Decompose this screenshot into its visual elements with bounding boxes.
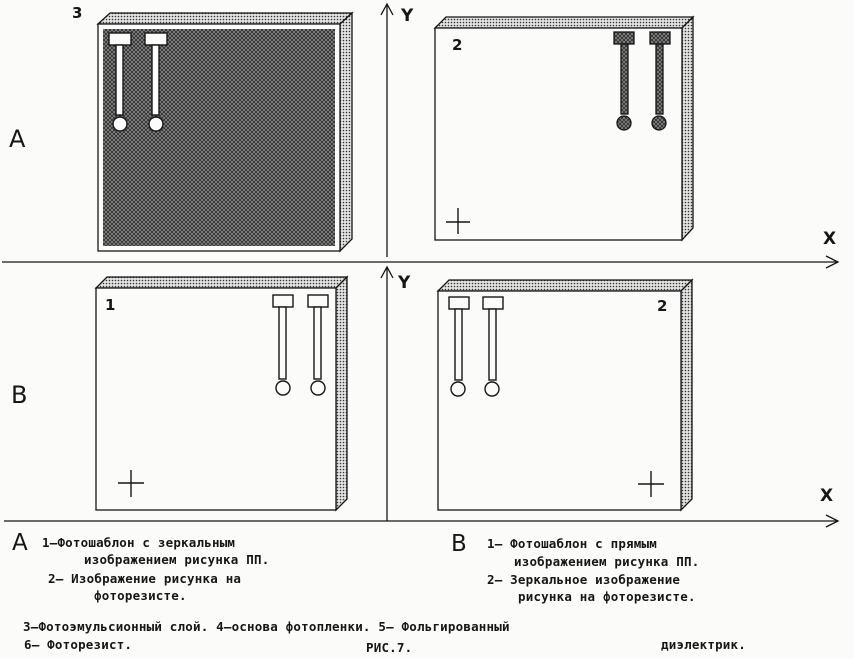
legend-line2-resist: 6— Фоторезист. bbox=[24, 637, 133, 652]
register-cross bbox=[446, 208, 470, 234]
plate-a-right bbox=[433, 15, 695, 242]
caption-b-line3: 2— Зеркальное изображение bbox=[487, 572, 681, 587]
mirror-traces bbox=[108, 32, 168, 132]
plate-a-right-face bbox=[434, 27, 683, 241]
plate-b-right-face bbox=[437, 290, 682, 511]
plate-number-resist-b: 2 bbox=[657, 297, 668, 315]
row-label-b: B bbox=[11, 381, 28, 409]
plate-b-left-top-edge bbox=[94, 276, 349, 289]
caption-a-letter: A bbox=[12, 530, 28, 556]
axes bbox=[2, 2, 840, 528]
x-axis-label-top: X bbox=[823, 229, 837, 249]
caption-b-line1: 1— Фотошаблон с прямым bbox=[487, 536, 657, 551]
plate-a-left-top-edge bbox=[96, 12, 354, 25]
x-axis-top-arrow bbox=[825, 255, 840, 269]
plate-b-left-face bbox=[95, 287, 337, 511]
plate-b-right-side-edge bbox=[680, 278, 693, 512]
caption-a-line2: изображением рисунка ПП. bbox=[84, 552, 270, 567]
register-cross bbox=[638, 471, 664, 497]
figure-number: РИС.7. bbox=[366, 640, 413, 655]
caption-a-line1: 1—Фотошаблон с зеркальным bbox=[42, 535, 236, 550]
x-axis-bottom-arrow bbox=[825, 514, 840, 528]
plate-b-left-side-edge bbox=[335, 275, 348, 512]
plate-b-left bbox=[94, 275, 349, 512]
caption-b-line4: рисунка на фоторезисте. bbox=[518, 589, 696, 604]
plate-number-resist-a: 2 bbox=[452, 36, 463, 54]
row-label-a: A bbox=[9, 125, 26, 153]
plate-a-right-side-edge bbox=[681, 15, 694, 242]
resist-traces-mirror bbox=[613, 31, 671, 131]
plate-a-left bbox=[96, 11, 354, 253]
plate-b-right-top-edge bbox=[436, 279, 694, 292]
legend-line2-dielectric: диэлектрик. bbox=[661, 637, 746, 652]
caption-b-letter: B bbox=[451, 531, 467, 557]
mirrored-traces bbox=[448, 296, 504, 397]
caption-a-line4: фоторезисте. bbox=[94, 588, 187, 603]
y-axis-top-arrow bbox=[380, 2, 394, 16]
y-axis-label-top: Y bbox=[401, 6, 414, 26]
y-axis-label-bottom: Y bbox=[398, 273, 411, 293]
plate-number-mask-b: 1 bbox=[105, 296, 116, 314]
caption-a-line3: 2— Изображение рисунка на bbox=[48, 571, 242, 586]
plate-a-left-side-edge bbox=[339, 11, 353, 253]
register-cross bbox=[118, 470, 144, 497]
caption-b-line2: изображением рисунка ПП. bbox=[514, 554, 700, 569]
x-axis-label-bottom: X bbox=[820, 486, 834, 506]
plate-a-right-top-edge bbox=[433, 16, 695, 29]
emulsion-layer bbox=[103, 29, 335, 246]
direct-traces bbox=[272, 294, 329, 396]
plate-b-right bbox=[436, 278, 694, 512]
plate-number-emulsion: 3 bbox=[72, 4, 83, 22]
y-axis-bottom-arrow bbox=[380, 265, 394, 279]
legend-line1: 3—Фотоэмульсионный слой. 4—основа фотопл… bbox=[23, 619, 510, 634]
